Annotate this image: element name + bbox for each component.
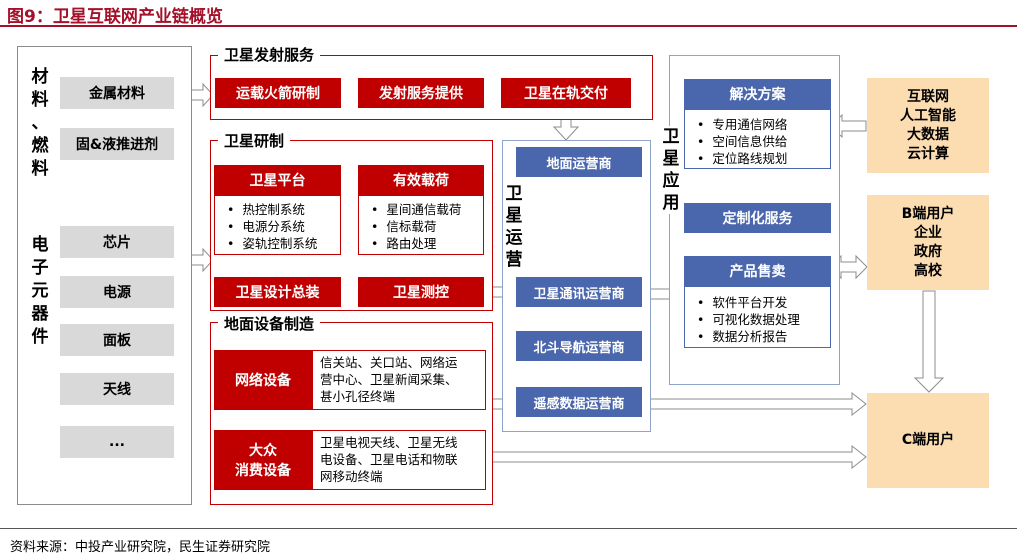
- payload-title: 有效载荷: [358, 165, 484, 195]
- launch-service: 发射服务提供: [358, 78, 484, 108]
- launch-delivery: 卫星在轨交付: [501, 78, 631, 108]
- materials-label: 材 料 、 燃 料: [31, 67, 49, 179]
- page-title: 图9：卫星互联网产业链概览: [7, 7, 223, 27]
- component-antenna: 天线: [60, 373, 174, 405]
- ground-title: 地面设备制造: [218, 313, 321, 334]
- consumer-equipment: 大众 消费设备: [214, 430, 312, 490]
- component-panel: 面板: [60, 324, 174, 356]
- footer-divider: [0, 528, 1017, 529]
- title-divider: [0, 25, 1017, 27]
- sales-item: • 软件平台开发: [697, 295, 788, 310]
- platform-item: • 电源分系统: [227, 219, 305, 234]
- solution-title: 解决方案: [684, 79, 831, 109]
- custom-service: 定制化服务: [684, 203, 831, 233]
- network-equipment: 网络设备: [214, 350, 312, 410]
- component-chip: 芯片: [60, 226, 174, 258]
- sales-title: 产品售卖: [684, 256, 831, 286]
- platform-title: 卫星平台: [214, 165, 341, 195]
- network-desc: 信关站、关口站、网络运 营中心、卫星新闻采集、 甚小孔径终端: [312, 350, 486, 410]
- sales-item: • 数据分析报告: [697, 329, 788, 344]
- arrow-b-to-c: [913, 290, 945, 393]
- sales-list: • 软件平台开发 • 可视化数据处理 • 数据分析报告: [684, 286, 831, 348]
- solution-list: • 专用通信网络 • 空间信息供给 • 定位路线规划: [684, 109, 831, 169]
- material-propellant: 固&液推进剂: [60, 128, 174, 160]
- arrow-remote-to-c: [642, 391, 867, 417]
- electronics-label: 电 子 元 器 件: [31, 235, 49, 347]
- component-more: ...: [60, 426, 174, 458]
- tech-box: 互联网 人工智能 大数据 云计算: [867, 78, 989, 173]
- consumer-desc: 卫星电视天线、卫星无线 电设备、卫星电话和物联 网移动终端: [312, 430, 486, 490]
- navigation-operator: 北斗导航运营商: [516, 331, 642, 361]
- c-users-box: C端用户: [867, 393, 989, 488]
- comm-operator: 卫星通讯运营商: [516, 277, 642, 307]
- application-label: 卫 星 应 用: [660, 126, 682, 214]
- component-power: 电源: [60, 276, 174, 308]
- payload-item: • 信标载荷: [371, 219, 437, 234]
- manufacture-title: 卫星研制: [218, 130, 291, 151]
- ground-operator: 地面运营商: [516, 147, 642, 177]
- payload-item: • 星间通信载荷: [371, 202, 462, 217]
- material-metal: 金属材料: [60, 77, 174, 109]
- solution-item: • 定位路线规划: [697, 151, 788, 166]
- source-note: 资料来源：中投产业研究院，民生证券研究院: [10, 540, 271, 555]
- tracking-control: 卫星测控: [358, 277, 484, 307]
- remote-sensing-operator: 遥感数据运营商: [516, 387, 642, 417]
- launch-title: 卫星发射服务: [218, 44, 321, 65]
- arrow-consumer-to-c: [485, 444, 867, 470]
- solution-item: • 专用通信网络: [697, 117, 788, 132]
- platform-item: • 热控制系统: [227, 202, 305, 217]
- payload-list: • 星间通信载荷 • 信标载荷 • 路由处理: [358, 195, 484, 255]
- b-users-box: B端用户 企业 政府 高校: [867, 195, 989, 290]
- sales-item: • 可视化数据处理: [697, 312, 800, 327]
- platform-list: • 热控制系统 • 电源分系统 • 姿轨控制系统: [214, 195, 341, 255]
- platform-item: • 姿轨控制系统: [227, 236, 318, 251]
- design-assembly: 卫星设计总装: [214, 277, 341, 307]
- solution-item: • 空间信息供给: [697, 134, 788, 149]
- launch-rocket: 运载火箭研制: [215, 78, 341, 108]
- operation-label: 卫 星 运 营: [505, 184, 523, 270]
- payload-item: • 路由处理: [371, 236, 437, 251]
